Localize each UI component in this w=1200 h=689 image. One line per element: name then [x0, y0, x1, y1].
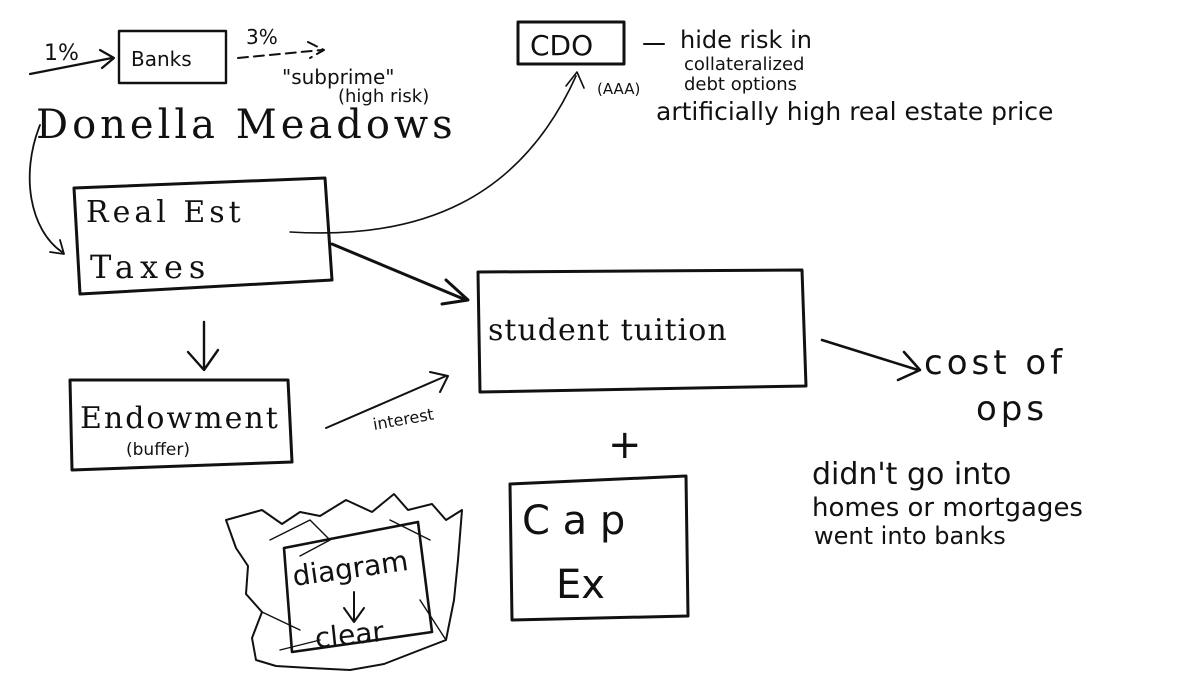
- arrow-author-to-realestate: [28, 124, 65, 255]
- output-rate-label: 3%: [246, 25, 278, 49]
- cost-label-line1: cost of: [924, 343, 1066, 383]
- cdo-label: CDO: [530, 29, 593, 62]
- sticker-outline: [225, 493, 463, 671]
- real-estate-box: [72, 176, 334, 296]
- sticker-arrow: [343, 591, 365, 623]
- cdo-rating: (AAA): [597, 80, 640, 98]
- sticker-creases: [261, 519, 447, 651]
- arrow-realestate-to-cdo: [289, 71, 585, 234]
- endowment-box: [68, 378, 294, 472]
- high-risk-label: (high risk): [338, 86, 429, 107]
- capex-label-line2: Ex: [556, 562, 605, 608]
- note-line3: went into banks: [814, 522, 1006, 550]
- endowment-label: Endowment: [80, 401, 280, 436]
- real-estate-label-line1: Real Est: [86, 195, 245, 230]
- arrow-out-of-banks: [237, 41, 325, 59]
- cdo-note-hide: hide risk in: [680, 26, 812, 54]
- capex-box: [508, 474, 690, 622]
- cdo-note-prices: artificially high real estate price: [656, 97, 1053, 126]
- banks-box: [117, 29, 228, 85]
- cdo-box: [516, 20, 626, 66]
- arrow-realestate-to-tuition: [330, 242, 470, 306]
- arrow-endowment-to-tuition: [325, 371, 449, 429]
- author-name: Donella Meadows: [36, 102, 457, 148]
- endowment-sublabel: (buffer): [126, 440, 190, 460]
- arrow-tuition-to-cost: [820, 338, 922, 382]
- input-rate-label: 1%: [44, 41, 79, 66]
- arrow-realestate-to-endowment: [186, 320, 220, 372]
- cdo-note-collateral: collateralized: [684, 54, 804, 75]
- subprime-label: "subprime": [282, 65, 394, 89]
- note-line1: didn't go into: [812, 457, 1011, 492]
- real-estate-label-line2: Taxes: [90, 248, 211, 286]
- student-tuition-box: [476, 268, 808, 394]
- note-line2: homes or mortgages: [812, 493, 1083, 523]
- arrow-into-banks: [28, 48, 116, 76]
- cost-label-line2: ops: [976, 389, 1048, 429]
- banks-label: Banks: [131, 47, 192, 71]
- interest-label: interest: [371, 405, 435, 434]
- sticker-label-line2: clear: [313, 615, 386, 655]
- capex-label-line1: C a p: [522, 498, 625, 544]
- student-tuition-label: student tuition: [488, 313, 728, 348]
- cdo-note-debt: debt options: [684, 74, 797, 95]
- plus-sign: +: [608, 422, 642, 468]
- sticker-inner-box: [282, 520, 434, 654]
